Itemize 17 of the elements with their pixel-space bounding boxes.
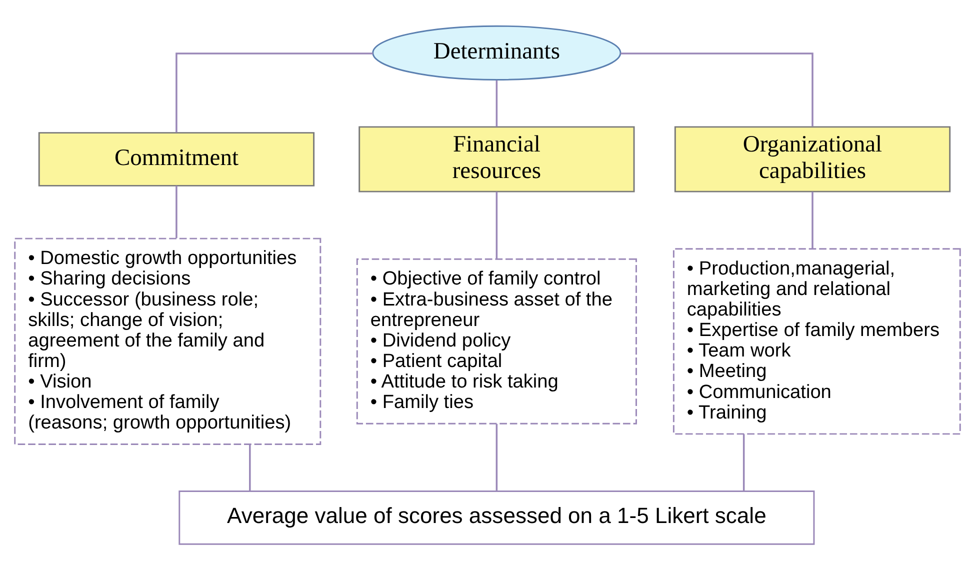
connector xyxy=(175,186,177,238)
node-box: • Production,managerial, marketing and relational capabilities • Expertise of family members • Team work • Meeting • Communication • Training xyxy=(672,248,960,435)
connector xyxy=(742,434,744,492)
connector xyxy=(248,444,250,491)
connector xyxy=(495,192,498,260)
node-box: Commitment xyxy=(38,132,314,186)
node-box: Organizational capabilities xyxy=(674,126,950,192)
node-ellipse: Determinants xyxy=(372,25,621,80)
node-box: Financial resources xyxy=(358,126,634,192)
connector xyxy=(811,192,813,249)
node-box: • Domestic growth opportunities • Sharing decisions • Successor (business role; skills; change of vision; agreement of the family and firm) • Vision • Involvement of family (reasons; growth opportunities) xyxy=(14,238,321,445)
connector xyxy=(495,424,498,492)
node-box: • Objective of family control • Extra-business asset of the entrepreneur • Dividend policy • Patient capital • Attitude to risk taking • Family ties xyxy=(356,258,636,424)
connector xyxy=(495,80,498,127)
node-box: Average value of scores assessed on a 1-5 Likert scale xyxy=(178,490,814,545)
connector xyxy=(620,52,813,126)
connector xyxy=(175,52,372,133)
